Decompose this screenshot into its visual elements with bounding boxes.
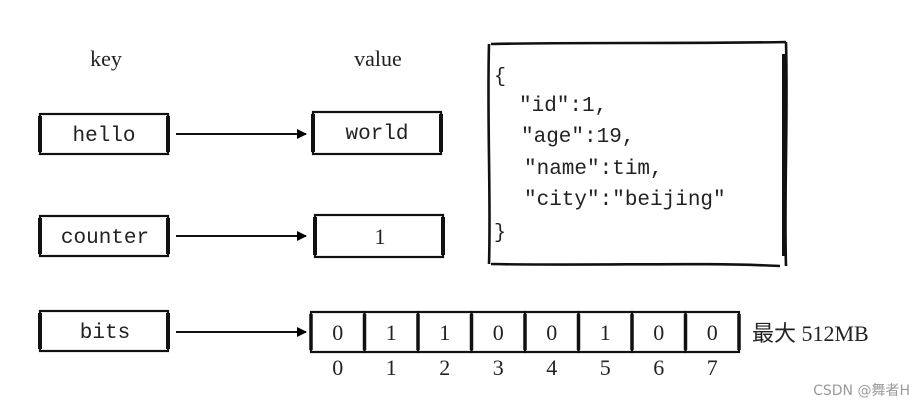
bit-index: 4 <box>546 355 557 380</box>
bit-index: 3 <box>493 355 504 380</box>
key-column-header: key <box>90 46 122 71</box>
bit-value: 1 <box>600 320 611 345</box>
bit-array-limit-label: 最大 512MB <box>752 321 869 346</box>
bit-value: 0 <box>546 320 557 345</box>
json-box-frame <box>487 40 788 268</box>
value-box-world: world <box>311 110 443 156</box>
json-line-id: "id":1, <box>519 95 607 118</box>
json-line-age: "age":19, <box>521 126 634 149</box>
bit-array: 0 0 1 1 1 2 0 3 0 4 1 5 0 6 0 7 <box>309 310 741 380</box>
value-label: 1 <box>375 224 386 249</box>
json-line-city: "city":"beijing" <box>524 189 726 212</box>
json-value-box: { "id":1, "age":19, "name":tim, "city":"… <box>487 40 788 268</box>
value-label: world <box>345 123 408 146</box>
json-open-brace: { <box>494 66 506 89</box>
key-label: counter <box>61 227 149 250</box>
bit-index: 1 <box>386 355 397 380</box>
bit-value: 0 <box>332 320 343 345</box>
bit-value: 0 <box>707 320 718 345</box>
key-box-bits: bits <box>38 309 170 353</box>
bit-index: 0 <box>332 355 343 380</box>
bit-value: 1 <box>439 320 450 345</box>
key-box-hello: hello <box>38 112 170 156</box>
key-box-counter: counter <box>38 214 170 258</box>
bit-value: 1 <box>386 320 397 345</box>
bit-index: 6 <box>653 355 664 380</box>
bit-index: 5 <box>600 355 611 380</box>
key-label: hello <box>72 125 135 148</box>
bit-value: 0 <box>653 320 664 345</box>
key-label: bits <box>80 322 130 345</box>
bit-value: 0 <box>493 320 504 345</box>
value-box-counter: 1 <box>313 213 445 259</box>
watermark-text: CSDN @舞者H <box>813 383 910 399</box>
json-line-name: "name":tim, <box>524 158 663 181</box>
bit-index: 2 <box>439 355 450 380</box>
value-column-header: value <box>354 46 402 71</box>
bit-index: 7 <box>707 355 718 380</box>
json-close-brace: } <box>494 222 506 245</box>
